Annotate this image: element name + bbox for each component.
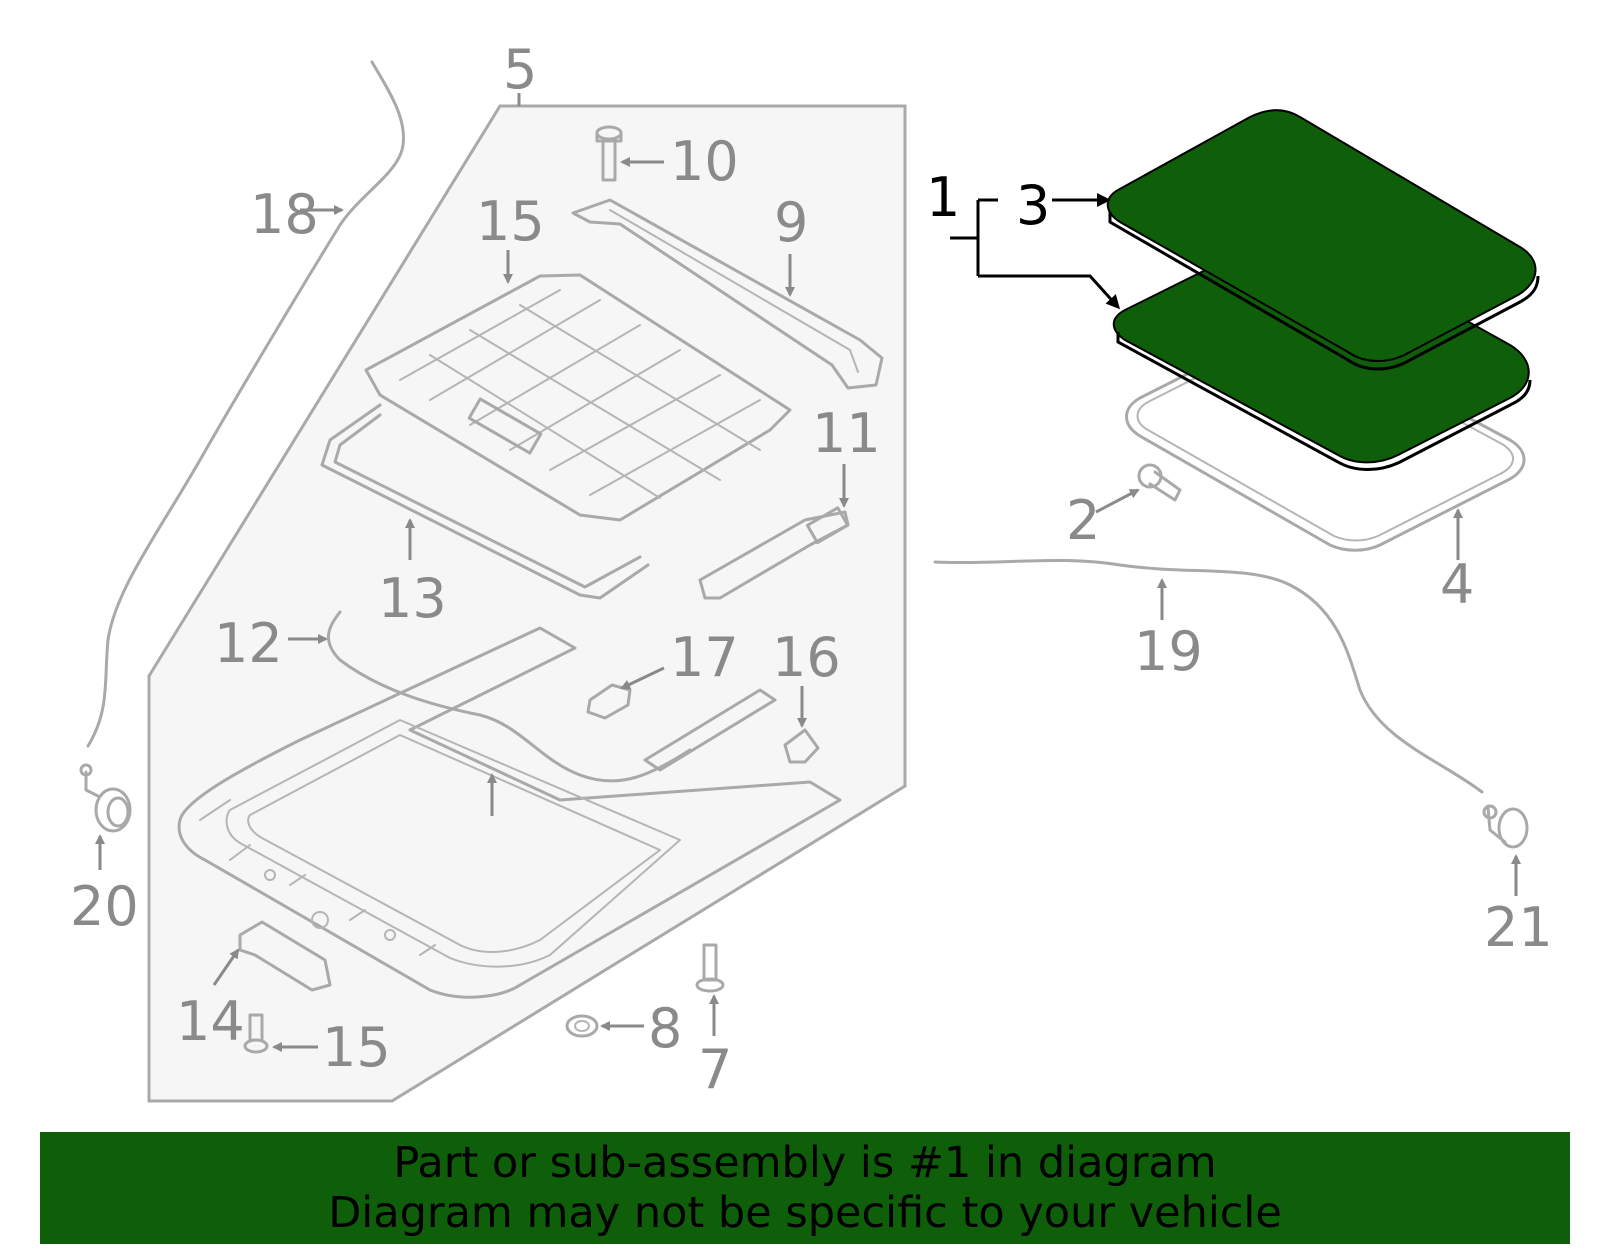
callout-17: 17 [670,626,739,689]
sunshade-15 [364,273,792,522]
sunshade-seal-13 [320,403,650,600]
callout-8: 8 [648,997,682,1060]
callout-9: 9 [774,191,808,254]
callout-14: 14 [176,990,245,1053]
bolt-10 [595,125,623,182]
drain-hose-rear [933,558,1484,794]
bracket-14 [238,920,332,992]
glass-seal-4 [1125,320,1526,552]
callout-11: 11 [812,402,881,465]
grommet-left [79,763,132,833]
screw-2 [1137,463,1182,502]
callout-1-bracket [950,193,1121,310]
callout-13: 13 [378,567,447,630]
banner-line-1: Part or sub-assembly is #1 in diagram [393,1138,1217,1188]
callout-19: 19 [1134,620,1203,683]
frame-housing [177,626,842,999]
callout-12: 12 [214,612,283,675]
callout-1: 1 [926,166,960,229]
callout-labels: 1 3 5 10 9 15 18 11 13 12 17 16 20 14 15… [70,38,1553,1101]
bolt-7 [695,943,725,993]
rail-16 [643,688,820,772]
callout-5: 5 [503,38,537,101]
banner-line-2: Diagram may not be specific to your vehi… [328,1188,1282,1238]
callout-21: 21 [1484,896,1553,959]
drive-cable-12 [327,610,692,783]
guide-17 [586,683,632,720]
callout-18: 18 [250,183,319,246]
callout-4: 4 [1440,553,1474,616]
nut-8 [565,1014,599,1038]
motor-cable-11 [698,506,850,600]
callout-15-bottom: 15 [322,1016,391,1079]
glass-panel-upper [1106,109,1537,362]
callout-15-top: 15 [476,190,545,253]
deflector-9 [571,198,884,390]
callout-10: 10 [670,130,739,193]
leader-arrows [95,157,1521,1052]
info-banner: Part or sub-assembly is #1 in diagram Di… [40,1132,1570,1244]
callout-3: 3 [1016,174,1050,237]
drain-hose-front-left [86,60,405,748]
callout-20: 20 [70,875,139,938]
screw-15 [243,1013,269,1054]
callout-2: 2 [1066,489,1100,552]
callout-7: 7 [698,1038,732,1101]
grommet-right [1482,804,1529,849]
frame-assembly-outline [147,93,907,1103]
callout-16: 16 [772,626,841,689]
